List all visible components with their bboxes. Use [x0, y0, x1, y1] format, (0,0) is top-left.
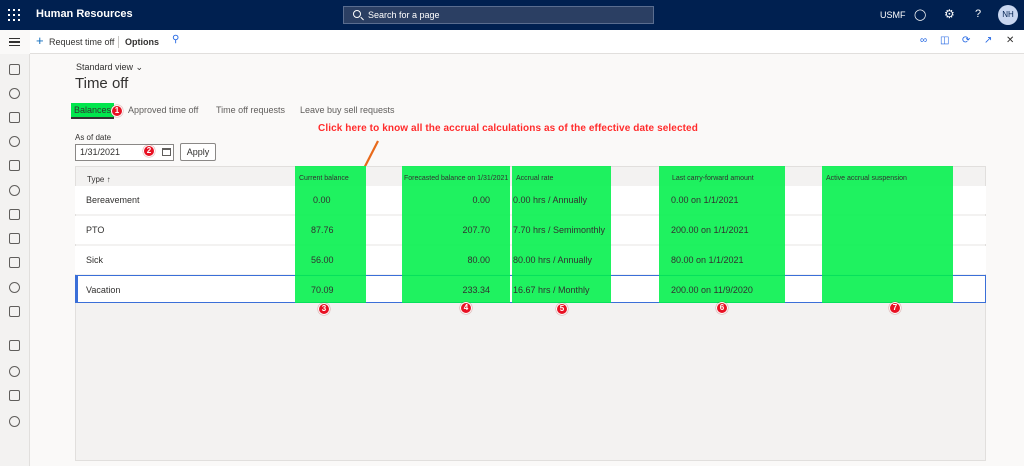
cell-carry-forward: 200.00 on 11/9/2020: [671, 285, 753, 295]
search-icon: [353, 10, 361, 18]
people-icon[interactable]: [9, 88, 20, 99]
workspace-icon[interactable]: [9, 416, 20, 427]
cell-forecasted-balance: 207.70: [462, 225, 490, 235]
cell-accrual-rate: 0.00 hrs / Annually: [513, 195, 588, 205]
search-box[interactable]: Search for a page: [343, 6, 654, 24]
close-icon[interactable]: ✕: [1006, 35, 1015, 46]
cell-accrual-rate: 7.70 hrs / Semimonthly: [513, 225, 606, 235]
person-settings-icon[interactable]: [9, 185, 20, 196]
cell-current-balance: 56.00: [311, 255, 334, 265]
cell-forecasted-balance: 80.00: [467, 255, 490, 265]
cell-carry-forward: 200.00 on 1/1/2021: [671, 225, 749, 235]
tab-approved-time-off[interactable]: Approved time off: [128, 105, 199, 115]
help-icon[interactable]: ?: [975, 8, 982, 20]
divider: [118, 36, 119, 48]
annotation-badge: 2: [143, 145, 155, 157]
column-header-last-carry-forward[interactable]: Last carry-forward amount: [672, 175, 754, 182]
annotation-badge: 3: [318, 303, 330, 315]
cell-type: Sick: [86, 255, 104, 265]
view-selector[interactable]: Standard view ⌄: [76, 62, 144, 72]
calendar-icon[interactable]: [162, 148, 171, 156]
cell-forecasted-balance: 0.00: [472, 195, 490, 205]
modules-icon[interactable]: [9, 366, 20, 377]
person-icon[interactable]: [9, 112, 20, 123]
column-header-accrual-rate[interactable]: Accrual rate: [516, 175, 554, 182]
highlight-forecasted-balance: [402, 166, 510, 303]
company-picker[interactable]: USMF: [880, 10, 906, 20]
cell-type: Bereavement: [86, 195, 140, 205]
apply-button[interactable]: Apply: [180, 143, 216, 161]
cell-accrual-rate: 16.67 hrs / Monthly: [513, 285, 590, 295]
hamburger-menu-icon[interactable]: [9, 38, 20, 46]
cell-forecasted-balance: 233.34: [462, 285, 490, 295]
cell-accrual-rate: 80.00 hrs / Annually: [513, 255, 593, 265]
office-icon[interactable]: ◫: [940, 35, 950, 46]
options-button[interactable]: Options: [125, 37, 159, 47]
avatar[interactable]: NH: [998, 5, 1018, 25]
add-icon: +: [36, 33, 44, 48]
calendar-icon[interactable]: [9, 306, 20, 317]
bell-icon[interactable]: ◯: [914, 9, 927, 21]
highlight-accrual-rate: [512, 166, 611, 303]
annotation-callout: Click here to know all the accrual calcu…: [318, 123, 698, 134]
column-header-current-balance[interactable]: Current balance: [299, 175, 349, 182]
cell-carry-forward: 0.00 on 1/1/2021: [671, 195, 739, 205]
annotation-badge: 1: [111, 105, 123, 117]
left-nav: [0, 54, 30, 466]
page-title: Time off: [75, 75, 129, 92]
cell-current-balance: 87.76: [311, 225, 334, 235]
highlight-current-balance: [295, 166, 366, 303]
as-of-date-input[interactable]: 1/31/2021: [75, 144, 174, 161]
refresh-icon[interactable]: ⟳: [962, 35, 971, 46]
annotation-badge: 5: [556, 303, 568, 315]
tab-time-off-requests[interactable]: Time off requests: [216, 105, 286, 115]
clipboard-icon[interactable]: [9, 160, 20, 171]
request-time-off-button[interactable]: Request time off: [49, 37, 115, 47]
app-title[interactable]: Human Resources: [36, 8, 133, 20]
highlight-accrual-suspension: [822, 166, 953, 303]
document-icon[interactable]: [9, 209, 20, 220]
home-icon[interactable]: [9, 64, 20, 75]
annotation-badge: 7: [889, 302, 901, 314]
annotation-badge: 4: [460, 302, 472, 314]
tab-balances[interactable]: Balances: [71, 103, 115, 119]
top-bar: Human Resources Search for a page USMF ◯…: [0, 0, 1024, 30]
search-icon[interactable]: ⚲: [172, 34, 180, 45]
cell-type: PTO: [86, 225, 105, 235]
waffle-icon[interactable]: [8, 9, 20, 21]
workers-icon[interactable]: [9, 282, 20, 293]
hierarchy-icon[interactable]: [9, 390, 20, 401]
team-icon[interactable]: [9, 136, 20, 147]
search-placeholder: Search for a page: [368, 10, 440, 20]
tab-leave-buy-sell-requests[interactable]: Leave buy sell requests: [300, 105, 395, 115]
cell-current-balance: 70.09: [311, 285, 334, 295]
as-of-date-label: As of date: [75, 133, 112, 142]
gear-icon[interactable]: ⚙: [944, 7, 955, 21]
column-header-forecasted-balance[interactable]: Forecasted balance on 1/31/2021: [404, 175, 509, 182]
cell-carry-forward: 80.00 on 1/1/2021: [671, 255, 744, 265]
column-header-active-accrual-suspension[interactable]: Active accrual suspension: [826, 175, 907, 182]
column-header-type[interactable]: Type ↑: [87, 175, 111, 184]
action-bar: + Request time off Options ⚲ ∞ ◫ ⟳ ↗ ✕: [30, 30, 1024, 54]
cell-current-balance: 0.00: [313, 195, 331, 205]
forms-icon[interactable]: [9, 233, 20, 244]
highlight-carry-forward: [659, 166, 785, 303]
link-icon[interactable]: ∞: [920, 35, 928, 46]
cell-type: Vacation: [86, 285, 121, 295]
reports-icon[interactable]: [9, 257, 20, 268]
annotation-badge: 6: [716, 302, 728, 314]
list-icon[interactable]: [9, 340, 20, 351]
open-new-window-icon[interactable]: ↗: [984, 35, 993, 46]
